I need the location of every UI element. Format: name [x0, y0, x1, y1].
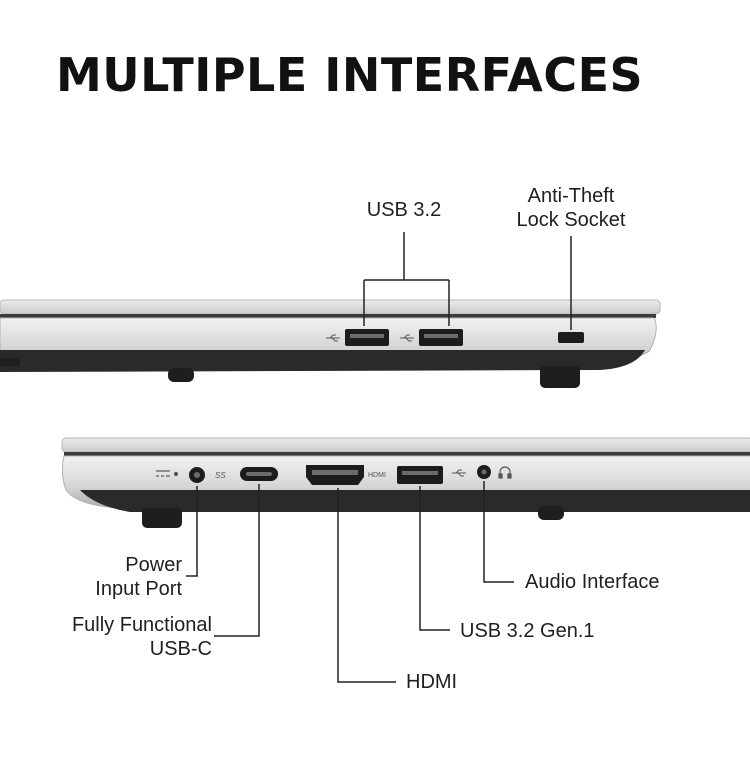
label-audio: Audio Interface: [525, 571, 660, 593]
page-title: MULTIPLE INTERFACES: [56, 48, 644, 102]
label-usb-3-2: USB 3.2: [366, 199, 442, 221]
usb-bracket-leader: [363, 232, 450, 326]
label-power-line1: Power: [125, 554, 182, 576]
label-usbc-line2: USB-C: [149, 638, 212, 660]
hdmi-mark: HDMI: [368, 472, 386, 479]
usb-icon: [326, 334, 414, 342]
usb-icon: [452, 469, 466, 477]
headphone-icon: [498, 466, 512, 479]
label-usbc-line1: Fully Functional: [71, 614, 212, 636]
laptop-left-side: [0, 299, 661, 388]
label-lock-line1: Anti-Theft: [527, 185, 615, 207]
bottom-leaders: [186, 481, 514, 683]
ss-mark: SS: [215, 471, 226, 480]
label-hdmi: HDMI: [406, 671, 458, 693]
laptop-right-side: [61, 437, 750, 528]
lock-slot: [558, 332, 584, 343]
usb-port-b: [419, 329, 463, 346]
dc-power-icon: [156, 470, 179, 477]
label-usb-gen1: USB 3.2 Gen.1: [460, 620, 595, 642]
label-lock-line2: Lock Socket: [516, 209, 626, 231]
label-power-line2: Input Port: [95, 578, 182, 600]
usb-port-a: [345, 329, 389, 346]
